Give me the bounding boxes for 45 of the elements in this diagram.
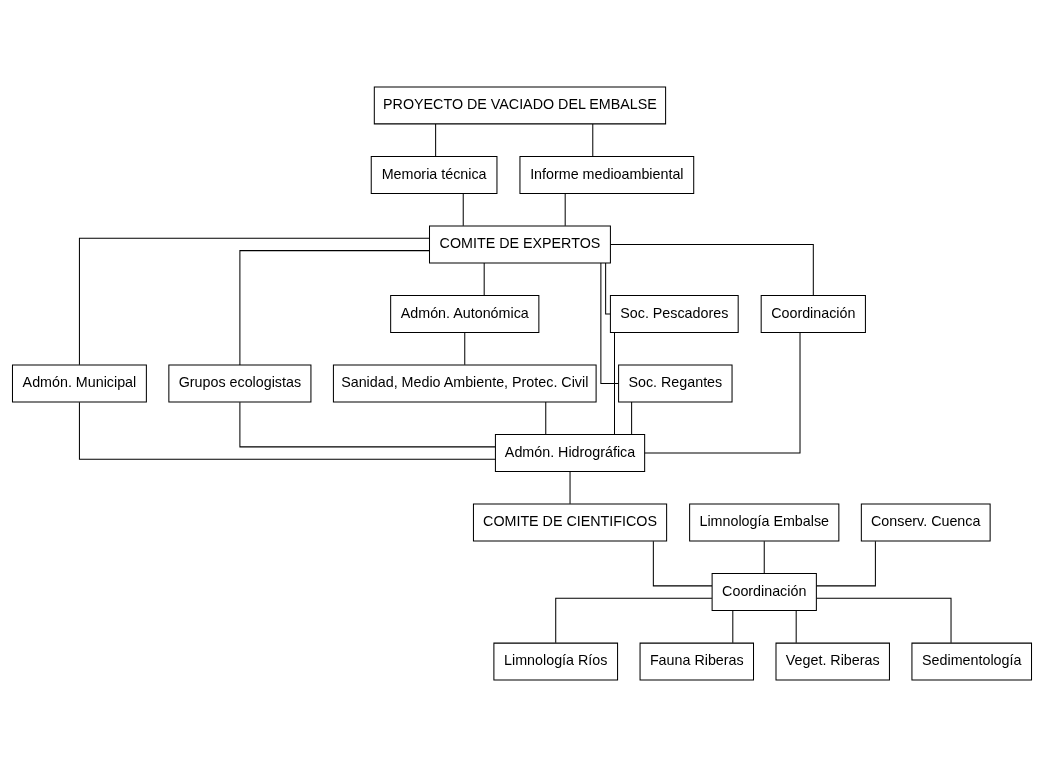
- connector: [464, 331, 466, 365]
- node-box: Informe medioambiental: [519, 155, 695, 194]
- connector: [592, 123, 594, 157]
- node-box: COMITE DE EXPERTOS: [429, 225, 611, 263]
- connector: [644, 331, 801, 453]
- connector: [605, 262, 611, 314]
- node-box: Grupos ecologistas: [168, 364, 312, 402]
- connector: [545, 401, 547, 435]
- node-box: Soc. Pescadores: [609, 294, 739, 333]
- connector: [610, 243, 814, 296]
- node-box: COMITE DE CIENTIFICOS: [472, 503, 668, 541]
- connector: [631, 401, 633, 435]
- node-box: Admón. Hidrográfica: [494, 433, 646, 472]
- node-box: Sanidad, Medio Ambiente, Protec. Civil: [332, 364, 597, 402]
- connector: [483, 262, 485, 296]
- connector: [78, 401, 496, 460]
- connector: [816, 540, 876, 586]
- connector: [816, 597, 952, 643]
- node-box: Admón. Municipal: [11, 364, 147, 402]
- node-box: Sedimentología: [911, 642, 1033, 680]
- connector: [239, 401, 496, 447]
- node-box: Admón. Autonómica: [390, 294, 540, 333]
- node-box: Coordinación: [711, 572, 817, 611]
- connector: [600, 261, 620, 384]
- node-box: Conserv. Cuenca: [860, 503, 991, 541]
- connector: [78, 237, 430, 365]
- node-box: Coordinación: [760, 294, 866, 333]
- connector: [652, 540, 713, 586]
- connector: [239, 249, 430, 366]
- connector: [555, 597, 713, 643]
- connector: [795, 609, 797, 643]
- connector: [614, 331, 615, 435]
- connector: [462, 192, 464, 226]
- node-box: Soc. Regantes: [618, 364, 733, 402]
- connector: [763, 540, 765, 574]
- node-box: PROYECTO DE VACIADO DEL EMBALSE: [373, 86, 667, 124]
- connector: [732, 609, 734, 643]
- node-box: Veget. Riberas: [775, 642, 890, 680]
- connector: [435, 123, 437, 157]
- connector: [564, 192, 566, 226]
- node-box: Memoria técnica: [370, 155, 498, 194]
- node-box: Fauna Riberas: [639, 642, 754, 680]
- connector: [569, 470, 571, 504]
- node-box: Limnología Ríos: [493, 642, 619, 680]
- node-box: Limnología Embalse: [689, 503, 840, 541]
